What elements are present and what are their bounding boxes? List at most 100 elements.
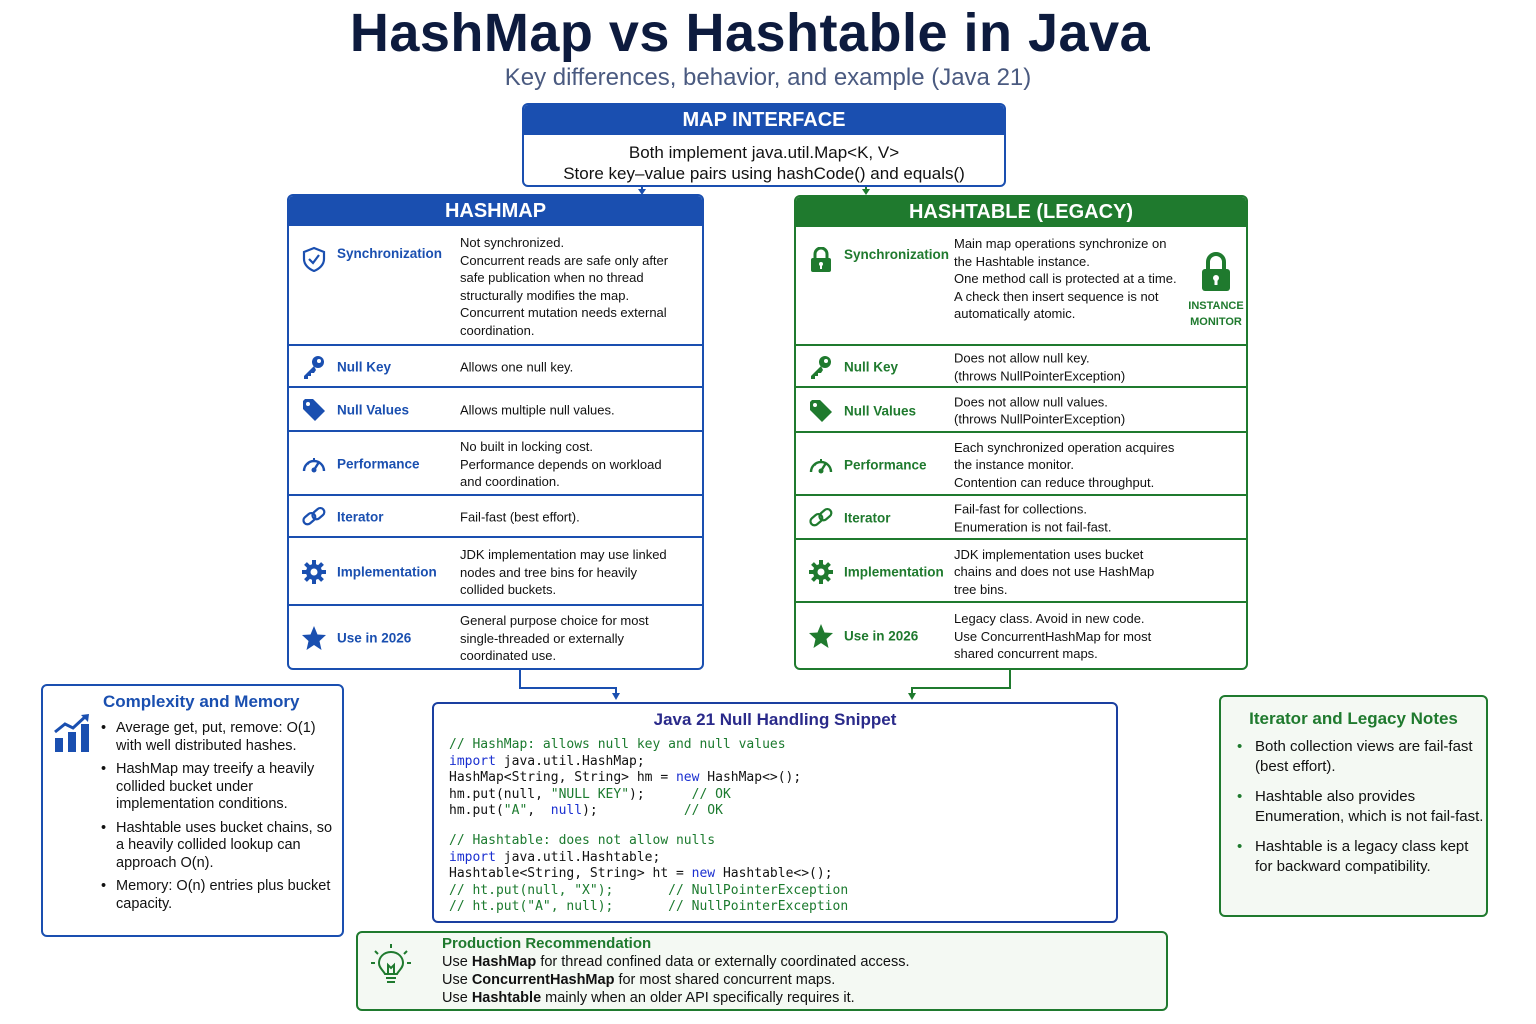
row-value: Allows multiple null values. xyxy=(460,401,615,419)
list-item: Both collection views are fail-fast (bes… xyxy=(1237,737,1487,777)
iterator-notes-title: Iterator and Legacy Notes xyxy=(1249,709,1458,728)
map-interface-heading: MAP INTERFACE xyxy=(524,105,1004,135)
row-value-line: safe publication when no thread xyxy=(460,270,644,285)
row-value: Fail-fast (best effort). xyxy=(460,508,580,526)
code-token: Hashtable<>(); xyxy=(715,866,833,882)
row-value: Allows one null key. xyxy=(460,358,573,376)
gear-icon xyxy=(809,559,833,584)
production-text: Use xyxy=(442,972,472,988)
row-label: Synchronization xyxy=(337,246,443,261)
production-text: for thread confined data or externally c… xyxy=(536,954,910,970)
code-snippet-title: Java 21 Null Handling Snippet xyxy=(653,710,897,729)
list-item: Hashtable uses bucket chains, so a heavi… xyxy=(101,820,337,873)
table-row: Use in 2026 Legacy class. Avoid in new co… xyxy=(796,601,1246,668)
row-value-line: One method call is protected at a time. xyxy=(954,271,1177,286)
tag-icon xyxy=(303,399,325,421)
row-value-line: coordinated use. xyxy=(460,647,557,663)
row-value-line: Each synchronized operation acquires xyxy=(954,439,1175,455)
row-value-line: JDK implementation may use linked xyxy=(460,546,667,562)
row-label: Null Values xyxy=(337,402,410,418)
code-line: import java.util.HashMap; xyxy=(449,754,848,771)
row-value-line: Does not allow null values. xyxy=(954,394,1108,409)
table-row: Null Values Allows multiple null values. xyxy=(289,386,702,432)
code-token: import xyxy=(449,849,496,865)
row-value-line: (throws NullPointerException) xyxy=(954,368,1126,383)
arrowhead-snippet-left xyxy=(612,693,620,700)
code-token: new xyxy=(675,770,700,786)
row-value-line: automatically atomic. xyxy=(954,306,1076,321)
code-token: java.util.HashMap; xyxy=(495,753,645,769)
code-line: // ht.put(null, "X"); // NullPointerExce… xyxy=(449,883,848,900)
code-token: new xyxy=(691,866,716,882)
row-value: Does not allow null values. (throws NullP… xyxy=(954,393,1125,428)
row-label: Null Values xyxy=(844,403,917,418)
star-icon xyxy=(809,624,833,648)
map-interface-box: MAP INTERFACE Both implement java.util.M… xyxy=(522,103,1006,187)
row-value: Does not allow null key. (throws NullPoin… xyxy=(954,350,1125,385)
code-token: // OK xyxy=(691,786,731,802)
hashtable-heading: HASHTABLE (LEGACY) xyxy=(796,197,1246,227)
row-value-line: Concurrent mutation needs external xyxy=(460,305,667,320)
code-token: ); xyxy=(629,786,692,802)
row-label: Null Key xyxy=(337,359,392,375)
list-item: Hashtable also provides Enumeration, whi… xyxy=(1237,787,1487,827)
code-line: Hashtable<String, String> ht = new Hasht… xyxy=(449,866,848,883)
production-lines: Use HashMap for thread confined data or … xyxy=(442,953,910,1007)
complexity-list: Average get, put, remove: O(1) with well… xyxy=(101,720,337,919)
production-text: mainly when an older API specifically re… xyxy=(541,990,855,1006)
padlock-icon xyxy=(1202,252,1230,291)
row-value-line: Allows one null key. xyxy=(460,359,574,375)
code-token: "NULL KEY" xyxy=(550,786,630,802)
map-interface-line: Both implement java.util.Map<K, V> xyxy=(628,143,900,162)
list-item: Hashtable is a legacy class kept for bac… xyxy=(1237,837,1487,877)
row-value-line: Not synchronized. xyxy=(460,235,565,250)
link-icon xyxy=(809,507,833,527)
table-row: Null Key Allows one null key. xyxy=(289,344,702,388)
hashtable-card: HASHTABLE (LEGACY) Synchronization Main m… xyxy=(794,195,1248,670)
row-value-line: Concurrent reads are safe only after xyxy=(460,252,669,268)
row-label: Use in 2026 xyxy=(844,628,919,644)
code-token: hm.put( xyxy=(449,803,504,819)
row-value-line: (throws NullPointerException) xyxy=(954,411,1126,427)
row-value-line: Fail-fast (best effort). xyxy=(460,509,580,525)
row-label: Performance xyxy=(337,456,420,472)
row-value: Fail-fast for collections.Enumeration is… xyxy=(954,501,1112,536)
complexity-title: Complexity and Memory xyxy=(103,692,300,711)
code-snippet-panel: Java 21 Null Handling Snippet // HashMap… xyxy=(432,702,1118,923)
code-token: // Hashtable: does not allow nulls xyxy=(449,832,716,848)
row-value-line: collided buckets. xyxy=(460,581,557,597)
row-value-line: coordination. xyxy=(460,322,535,338)
row-value-line: the Hashtable instance. xyxy=(954,253,1090,269)
table-row: Synchronization Main map operations synch… xyxy=(796,227,1246,344)
production-line: Use HashMap for thread confined data or … xyxy=(442,953,910,971)
row-value-line: tree bins. xyxy=(954,581,1008,597)
code-token: // HashMap: allows null key and null val… xyxy=(449,737,786,752)
row-label: Synchronization xyxy=(844,247,950,262)
row-value-line: Legacy class. Avoid in new code. xyxy=(954,610,1145,626)
code-token: import xyxy=(449,753,496,769)
code-token: // ht.put(null, "X"); // NullPointerExce… xyxy=(449,882,849,898)
row-value-line: JDK implementation uses bucket xyxy=(954,546,1144,562)
code-token: // ht.put("A", null); // NullPointerExce… xyxy=(449,899,849,915)
table-row: Performance Each synchronized operation a… xyxy=(796,431,1246,496)
production-recommendation-panel: Production Recommendation Use HashMap fo… xyxy=(356,931,1168,1011)
row-value-line: General purpose choice for most xyxy=(460,612,649,628)
gauge-icon xyxy=(809,458,833,473)
page-subtitle: Key differences, behavior, and example (… xyxy=(504,64,1032,91)
list-item: HashMap may treeify a heavily collided b… xyxy=(101,761,337,814)
row-value-line: single-threaded or externally xyxy=(460,630,625,646)
monitor-label: MONITOR xyxy=(1190,316,1242,328)
class-name-highlight: ConcurrentHashMap xyxy=(471,972,615,988)
row-value-line: Contention can reduce throughput. xyxy=(954,474,1155,490)
code-line: // HashMap: allows null key and null val… xyxy=(449,737,848,754)
lightbulb-icon xyxy=(371,944,411,983)
row-label: Performance xyxy=(844,457,927,472)
row-value-line: Does not allow null key. xyxy=(954,350,1090,366)
